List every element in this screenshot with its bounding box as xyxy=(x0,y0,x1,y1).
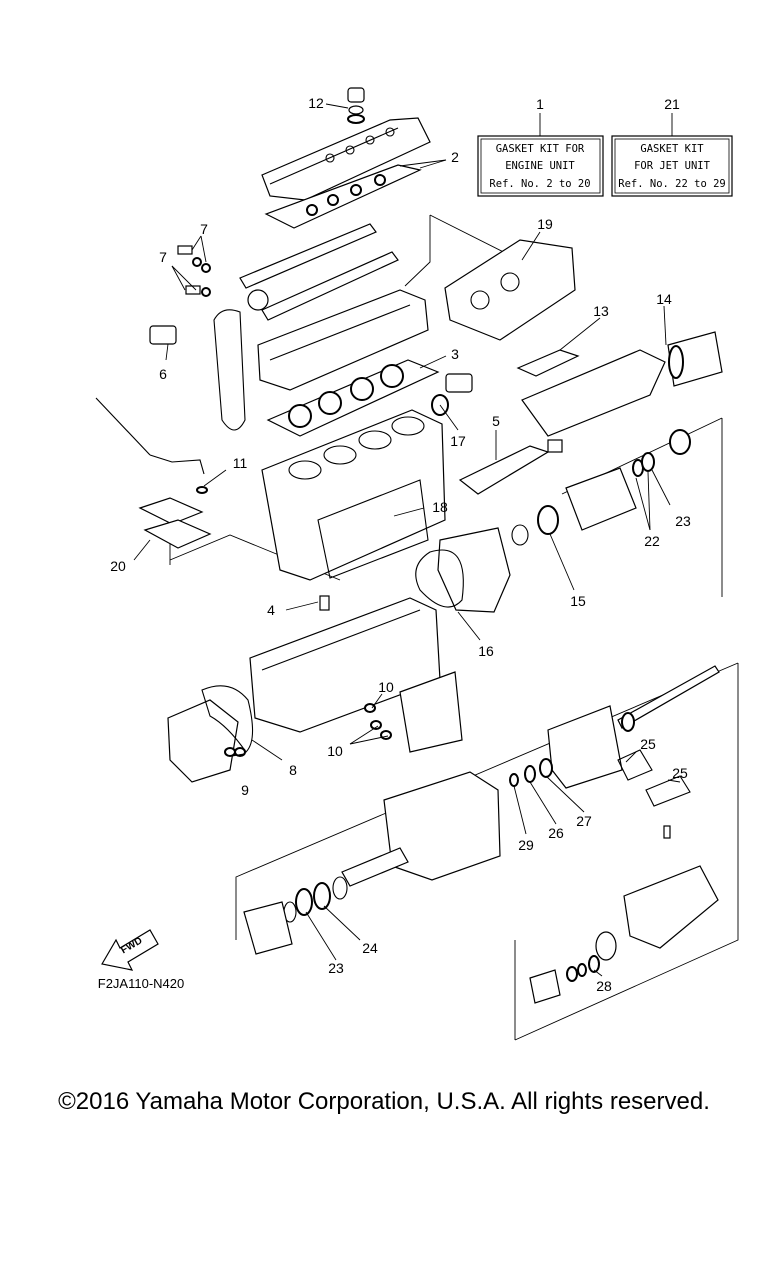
jet-nozzle-housing xyxy=(623,865,719,949)
callout-22[interactable]: 22 xyxy=(644,533,660,549)
kit-box-engine-line-3: Ref. No. 2 to 20 xyxy=(489,178,590,190)
callout-15[interactable]: 15 xyxy=(570,593,586,609)
kit-box-jet-line-1: GASKET KIT xyxy=(640,143,704,155)
diagram-code: F2JA110-N420 xyxy=(98,976,184,991)
exhaust-manifold xyxy=(521,349,666,437)
callout-26[interactable]: 26 xyxy=(548,825,564,841)
camshafts xyxy=(239,223,399,321)
coupling-shaft xyxy=(565,429,691,531)
callout-12[interactable]: 12 xyxy=(308,95,324,111)
jet-bearings-28 xyxy=(529,931,617,1004)
stator-cover-gasket xyxy=(201,685,254,757)
kit-box-jet-ref[interactable]: 21 xyxy=(664,96,680,112)
callout-6[interactable]: 6 xyxy=(159,366,167,382)
oil-filler-cap xyxy=(347,87,365,124)
timing-chain xyxy=(213,309,246,431)
callout-19[interactable]: 19 xyxy=(537,216,553,232)
cylinder-head-gasket xyxy=(266,359,440,437)
oil-pump-gasket xyxy=(415,549,464,608)
callout-10a[interactable]: 10 xyxy=(378,679,394,695)
cover-plates xyxy=(138,497,212,549)
callout-23b[interactable]: 23 xyxy=(328,960,344,976)
leader-lines xyxy=(133,103,681,977)
oil-pump-housing xyxy=(437,527,511,613)
callout-13[interactable]: 13 xyxy=(593,303,609,319)
callout-20[interactable]: 20 xyxy=(110,558,126,574)
head-cover-gasket xyxy=(264,164,422,229)
kit-box-jet: 21 GASKET KIT FOR JET UNIT Ref. No. 22 t… xyxy=(611,96,733,197)
callout-7b[interactable]: 7 xyxy=(159,249,167,265)
stator-cover xyxy=(167,699,239,783)
callout-25a[interactable]: 25 xyxy=(640,736,656,752)
callout-4[interactable]: 4 xyxy=(267,602,275,618)
dipstick xyxy=(95,397,208,494)
callout-numbers: 12 2 7 7 19 13 14 6 3 17 5 11 18 20 23 2… xyxy=(110,95,691,994)
callout-24[interactable]: 24 xyxy=(362,940,378,956)
cam-sprocket-parts xyxy=(149,245,211,345)
intake-manifold xyxy=(444,239,576,341)
side-cover xyxy=(458,439,563,495)
kit-box-engine-line-2: ENGINE UNIT xyxy=(505,160,575,172)
callout-11[interactable]: 11 xyxy=(233,455,248,471)
callout-18[interactable]: 18 xyxy=(432,499,448,515)
exploded-parts-diagram: 1 GASKET KIT FOR ENGINE UNIT Ref. No. 2 … xyxy=(95,87,739,1041)
callout-2[interactable]: 2 xyxy=(451,149,459,165)
callout-9[interactable]: 9 xyxy=(241,782,249,798)
callout-7a[interactable]: 7 xyxy=(200,221,208,237)
callout-3[interactable]: 3 xyxy=(451,346,459,362)
forward-arrow-icon: FWD xyxy=(101,929,159,971)
cylinder-block xyxy=(261,409,446,581)
callout-17[interactable]: 17 xyxy=(450,433,466,449)
manifold-gasket xyxy=(516,349,580,377)
callout-29[interactable]: 29 xyxy=(518,837,534,853)
kit-box-jet-line-3: Ref. No. 22 to 29 xyxy=(618,178,725,190)
callout-5[interactable]: 5 xyxy=(492,413,500,429)
bearing-seal-15 xyxy=(511,505,559,546)
callout-28[interactable]: 28 xyxy=(596,978,612,994)
bearings-23-24 xyxy=(283,876,348,923)
exhaust-joint xyxy=(667,331,723,387)
cylinder-head-cover xyxy=(261,117,431,201)
callout-14[interactable]: 14 xyxy=(656,291,672,307)
seals-26-27-29 xyxy=(509,758,553,787)
callout-16[interactable]: 16 xyxy=(478,643,494,659)
water-pump-assembly xyxy=(364,671,463,753)
housing-gaskets-25 xyxy=(617,749,691,839)
callout-27[interactable]: 27 xyxy=(576,813,592,829)
callout-23a[interactable]: 23 xyxy=(675,513,691,529)
coupling-hub xyxy=(243,901,293,955)
kit-box-engine: 1 GASKET KIT FOR ENGINE UNIT Ref. No. 2 … xyxy=(477,96,604,197)
copyright-notice: ©2016 Yamaha Motor Corporation, U.S.A. A… xyxy=(58,1088,710,1115)
callout-8[interactable]: 8 xyxy=(289,762,297,778)
pump-shaft-tube xyxy=(341,847,409,887)
callout-10b[interactable]: 10 xyxy=(327,743,343,759)
kit-box-engine-ref[interactable]: 1 xyxy=(536,96,544,112)
cylinder-head xyxy=(257,289,429,391)
thermostat-housing xyxy=(431,373,473,416)
kit-box-engine-line-1: GASKET KIT FOR xyxy=(496,143,585,155)
dowel-pin xyxy=(319,595,330,611)
drive-shaft xyxy=(617,665,720,732)
callout-25b[interactable]: 25 xyxy=(672,765,688,781)
impeller-housing xyxy=(547,705,623,789)
kit-box-jet-line-2: FOR JET UNIT xyxy=(634,160,711,172)
crank-cover-gasket xyxy=(317,479,429,579)
